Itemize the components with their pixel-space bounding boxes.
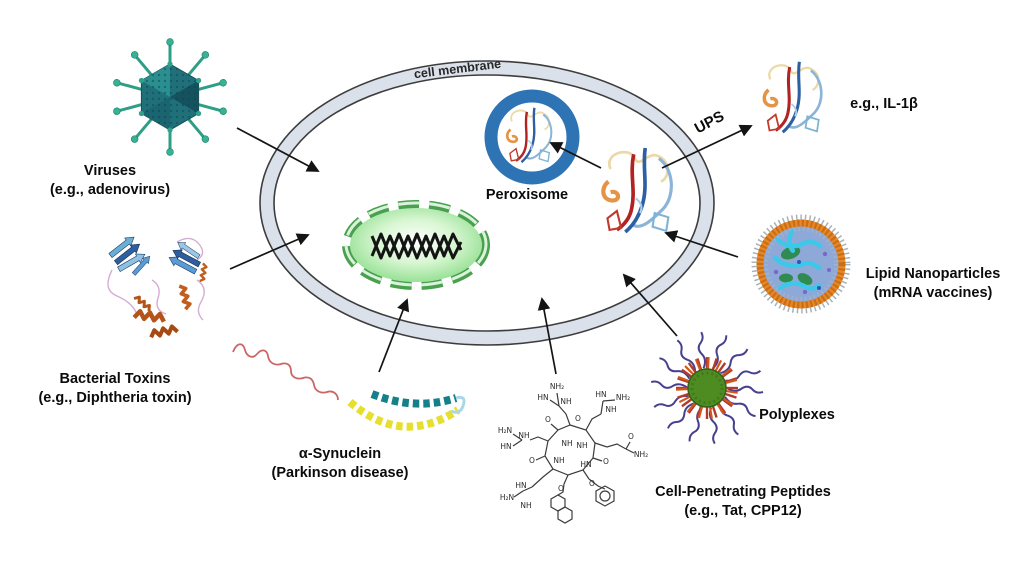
adenovirus-illustration — [111, 37, 229, 157]
bacterial-toxins-label: Bacterial Toxins (e.g., Diphtheria toxin… — [15, 370, 215, 408]
polyplexes-label: Polyplexes — [759, 407, 835, 423]
viruses-label-line2: (e.g., adenovirus) — [49, 182, 171, 198]
secreted-protein-label: e.g., IL-1β — [850, 96, 918, 112]
polyplex-illustration — [649, 331, 764, 445]
lnp-illustration — [751, 214, 851, 314]
viruses-label: Viruses (e.g., adenovirus) — [25, 162, 195, 200]
arrow-lnp-entry — [664, 230, 739, 258]
diphtheria-toxin-illustration — [106, 232, 209, 337]
svg-text:O: O — [529, 456, 535, 465]
svg-text:NH: NH — [605, 405, 616, 414]
svg-text:HN: HN — [537, 393, 548, 402]
arrow-polyplex-entry — [622, 273, 678, 337]
lnp-label-line1: Lipid Nanoparticles — [865, 266, 1001, 282]
svg-text:O: O — [545, 415, 551, 424]
lnp-label: Lipid Nanoparticles (mRNA vaccines) — [843, 265, 1023, 303]
arrow-synuclein-entry — [378, 298, 410, 373]
svg-text:NH: NH — [560, 397, 571, 406]
arrows — [229, 124, 753, 375]
arrow-virus-entry — [236, 127, 320, 172]
cpp-atom-labels: NH₂ HN NH HN NH₂ NH H₂N NH HN HN H₂N NH … — [498, 382, 648, 510]
svg-text:O: O — [589, 479, 595, 488]
cpp-label: Cell-Penetrating Peptides (e.g., Tat, CP… — [623, 483, 863, 521]
cpp-label-line1: Cell-Penetrating Peptides — [655, 484, 831, 500]
cpp-label-line2: (e.g., Tat, CPP12) — [684, 503, 802, 519]
svg-text:NH: NH — [553, 456, 564, 465]
svg-text:O: O — [628, 432, 634, 441]
svg-text:NH: NH — [520, 501, 531, 510]
svg-text:NH₂: NH₂ — [616, 393, 630, 402]
alpha-synuclein-label: α-Synuclein (Parkinson disease) — [245, 445, 435, 483]
svg-text:NH: NH — [576, 441, 587, 450]
peroxisome-label: Peroxisome — [485, 187, 569, 203]
nucleus-illustration — [342, 200, 490, 290]
arrow-cpp-entry — [537, 297, 557, 375]
svg-text:NH₂: NH₂ — [634, 450, 648, 459]
peroxisome-ring — [484, 89, 580, 185]
svg-text:H₂N: H₂N — [500, 493, 514, 502]
svg-text:HN: HN — [595, 390, 606, 399]
svg-text:HN: HN — [500, 442, 511, 451]
svg-text:HN: HN — [515, 481, 526, 490]
alpha-synuclein-label-line2: (Parkinson disease) — [271, 465, 409, 481]
arrow-ups-secretion — [661, 124, 753, 169]
cpp-structure-illustration — [512, 392, 635, 524]
svg-text:NH: NH — [561, 439, 572, 448]
arrow-to-peroxisome — [549, 142, 602, 169]
svg-text:O: O — [603, 457, 609, 466]
svg-text:O: O — [575, 414, 581, 423]
alpha-synuclein-illustration — [232, 343, 466, 431]
viruses-label-line1: Viruses — [83, 163, 137, 179]
svg-text:H₂N: H₂N — [498, 426, 512, 435]
svg-text:NH₂: NH₂ — [550, 382, 564, 391]
bacterial-toxins-label-line2: (e.g., Diphtheria toxin) — [38, 390, 192, 406]
arrow-toxin-entry — [229, 233, 310, 270]
svg-text:O: O — [558, 484, 564, 493]
lnp-label-line2: (mRNA vaccines) — [873, 285, 993, 301]
alpha-synuclein-label-line1: α-Synuclein — [298, 446, 382, 462]
il1b-protein-illustration — [762, 60, 824, 134]
svg-text:HN: HN — [580, 460, 591, 469]
dna-icon — [370, 232, 463, 260]
bacterial-toxins-label-line1: Bacterial Toxins — [59, 371, 171, 387]
svg-text:NH: NH — [518, 431, 529, 440]
